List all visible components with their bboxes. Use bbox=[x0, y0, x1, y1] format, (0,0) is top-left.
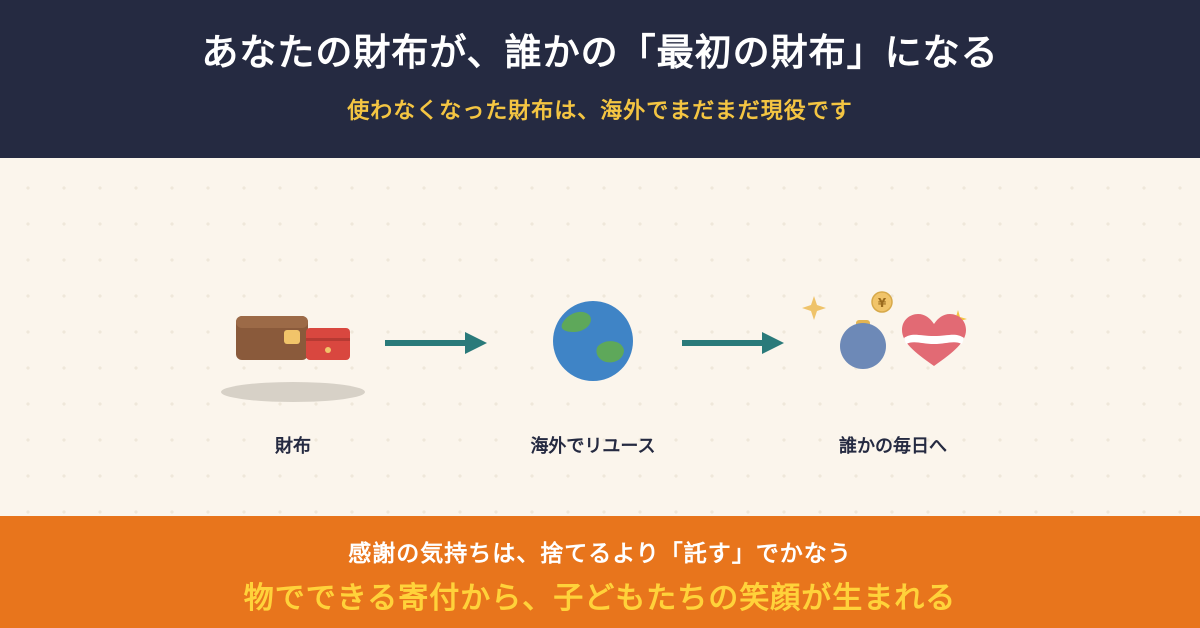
arrow-right-icon bbox=[385, 332, 487, 354]
arrow-right-icon bbox=[682, 332, 784, 354]
page-title: あなたの財布が、誰かの「最初の財布」になる bbox=[201, 31, 999, 74]
coin-purse-heart-icon: ¥ bbox=[802, 291, 967, 369]
footer-banner: 感謝の気持ちは、捨てるより「託す」でかなう 物でできる寄付から、子どもたちの笑顔… bbox=[0, 516, 1200, 628]
header-banner: あなたの財布が、誰かの「最初の財布」になる 使わなくなった財布は、海外でまだまだ… bbox=[0, 0, 1200, 158]
step-label-everyday: 誰かの毎日へ bbox=[839, 436, 947, 457]
footer-message: 感謝の気持ちは、捨てるより「託す」でかなう bbox=[348, 541, 852, 567]
globe-icon bbox=[553, 301, 633, 381]
footer-headline: 物でできる寄付から、子どもたちの笑顔が生まれる bbox=[243, 581, 957, 616]
flow-section: ¥ 財布 海外でリユース 誰かの毎日へ bbox=[0, 158, 1200, 516]
step-label-reuse: 海外でリユース bbox=[530, 436, 656, 457]
step-label-wallet: 財布 bbox=[275, 436, 311, 457]
wallet-icon bbox=[221, 316, 365, 402]
coin-symbol: ¥ bbox=[878, 296, 887, 310]
page-subtitle: 使わなくなった財布は、海外でまだまだ現役です bbox=[347, 99, 853, 124]
